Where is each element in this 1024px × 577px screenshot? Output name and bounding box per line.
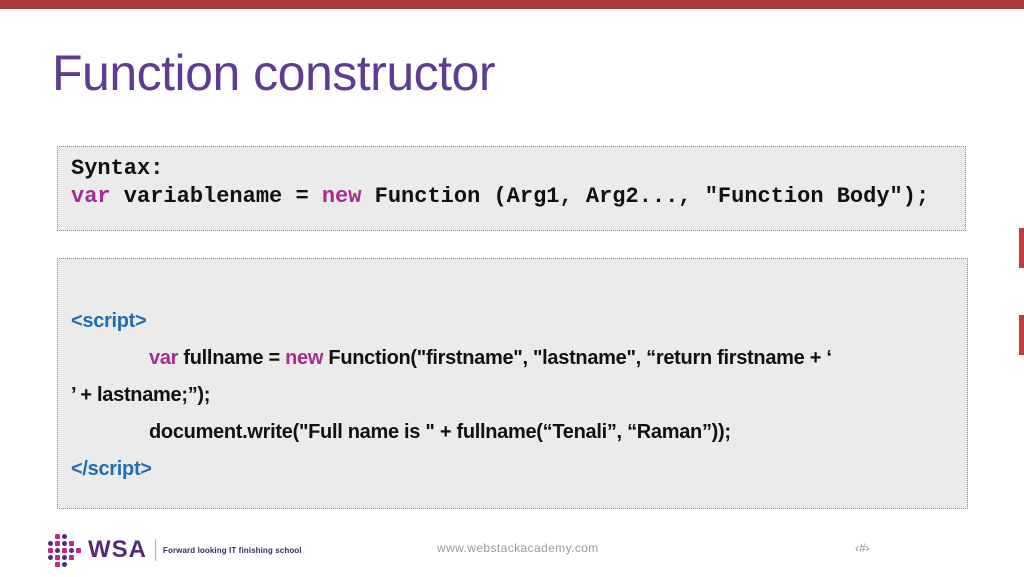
logo-dot-square bbox=[69, 554, 74, 560]
code-line: document.write("Full name is " + fullnam… bbox=[71, 414, 954, 451]
right-edge-mark bbox=[1019, 315, 1024, 355]
logo-dot-circle bbox=[69, 547, 74, 553]
logo-dot-empty bbox=[76, 555, 81, 560]
logo-dot-square bbox=[76, 547, 81, 553]
code-segment: ’ + lastname;”); bbox=[71, 384, 211, 406]
footer-website: www.webstackacademy.com bbox=[437, 541, 599, 555]
top-accent-bar bbox=[0, 0, 1024, 9]
code-line: var variablename = new Function (Arg1, A… bbox=[71, 183, 952, 211]
logo-dot-circle bbox=[48, 554, 53, 560]
code-segment: Syntax: bbox=[71, 156, 164, 181]
code-segment: document.write("Full name is " + fullnam… bbox=[149, 421, 731, 443]
logo-dot-square bbox=[55, 561, 60, 567]
logo-divider bbox=[155, 539, 156, 561]
logo-dot-circle bbox=[62, 561, 67, 567]
code-segment: variablename = bbox=[110, 184, 322, 209]
right-edge-mark bbox=[1019, 228, 1024, 268]
logo-dot-empty bbox=[48, 562, 53, 567]
code-segment: fullname = bbox=[178, 347, 286, 369]
syntax-code-box: Syntax:var variablename = new Function (… bbox=[57, 146, 966, 231]
logo-dot-circle bbox=[48, 540, 53, 546]
code-segment: <script> bbox=[71, 310, 147, 332]
code-segment: var bbox=[149, 347, 179, 369]
logo-dot-square bbox=[62, 547, 67, 553]
logo-dot-circle bbox=[62, 533, 67, 539]
code-line: </script> bbox=[71, 451, 954, 488]
logo-dot-empty bbox=[76, 541, 81, 546]
logo-dot-square bbox=[48, 547, 53, 553]
wsa-logo-dots-icon bbox=[48, 533, 81, 567]
script-example-box: <script>var fullname = new Function("fir… bbox=[57, 258, 968, 509]
code-segment: Function (Arg1, Arg2..., "Function Body"… bbox=[361, 184, 930, 209]
logo-dot-empty bbox=[76, 534, 81, 539]
logo-dot-empty bbox=[48, 534, 53, 539]
logo-dot-empty bbox=[69, 534, 74, 539]
code-line: <script> bbox=[71, 303, 954, 340]
logo-dot-empty bbox=[69, 562, 74, 567]
logo-tagline: Forward looking IT finishing school bbox=[163, 545, 302, 555]
logo-dot-circle bbox=[62, 540, 67, 546]
logo-dot-square bbox=[55, 540, 60, 546]
code-segment: var bbox=[71, 184, 111, 209]
wsa-logo: WSA Forward looking IT finishing school bbox=[48, 529, 302, 571]
logo-dot-circle bbox=[55, 547, 60, 553]
logo-dot-circle bbox=[62, 554, 67, 560]
code-segment: new bbox=[285, 347, 324, 369]
code-segment: Function("firstname", "lastname", “retur… bbox=[323, 347, 832, 369]
code-segment: </script> bbox=[71, 458, 152, 480]
code-segment: new bbox=[321, 184, 362, 209]
logo-dot-square bbox=[69, 540, 74, 546]
code-line: Syntax: bbox=[71, 155, 952, 183]
footer-page-number: ‹#› bbox=[855, 541, 870, 555]
logo-dot-square bbox=[55, 554, 60, 560]
logo-dot-empty bbox=[76, 562, 81, 567]
page-title: Function constructor bbox=[52, 45, 495, 101]
code-line: var fullname = new Function("firstname",… bbox=[71, 340, 954, 377]
code-line: ’ + lastname;”); bbox=[71, 377, 954, 414]
wsa-logo-text: WSA bbox=[88, 536, 147, 563]
logo-dot-square bbox=[55, 533, 60, 539]
